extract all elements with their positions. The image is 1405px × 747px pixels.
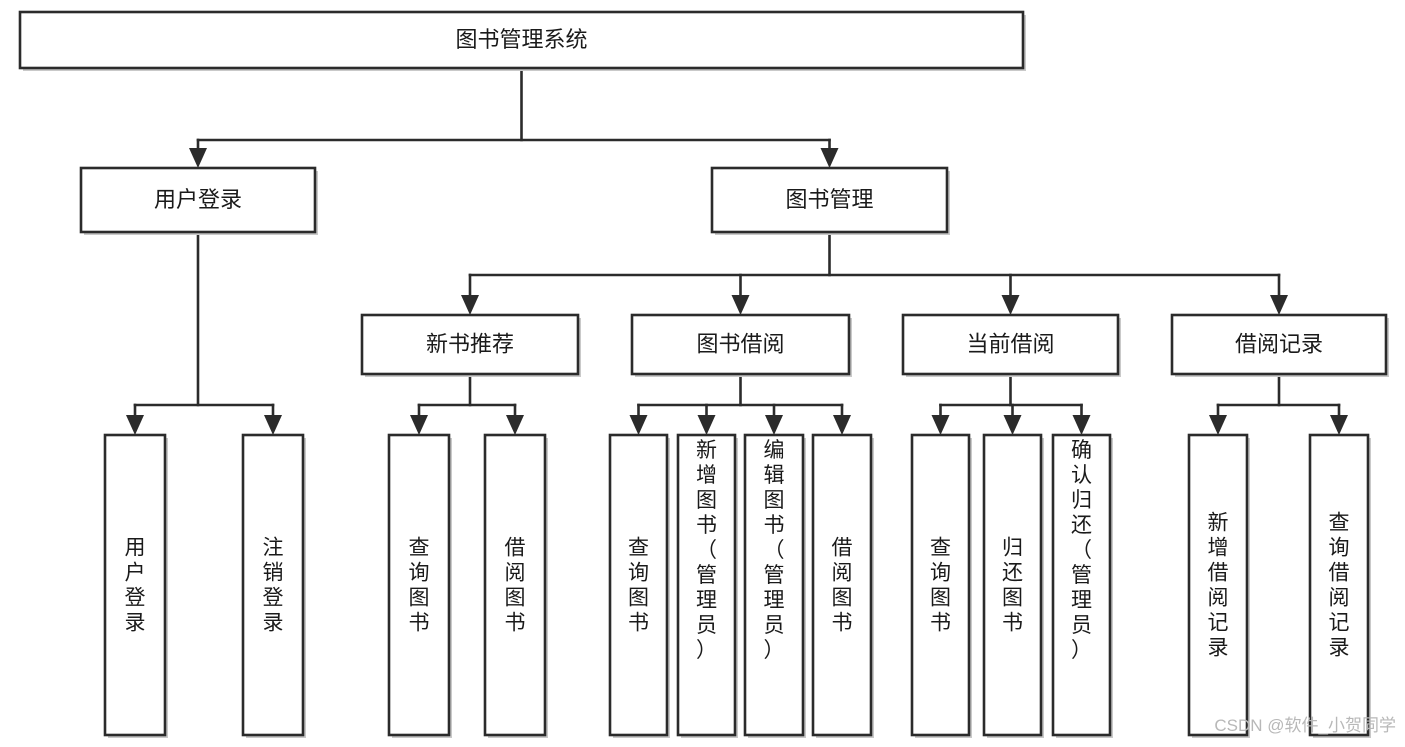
edge-arrowhead <box>506 415 524 435</box>
node-label: 借阅图书 <box>832 537 853 635</box>
node-rect[interactable] <box>811 433 873 737</box>
node-leaf-current-query[interactable]: 查询图书 <box>910 433 972 738</box>
node-label: 用户登录 <box>125 537 146 635</box>
node-rect[interactable] <box>901 313 1120 376</box>
edge-group-book-manage <box>468 230 1281 299</box>
node-label: 查询图书 <box>409 537 430 635</box>
edge-arrowhead <box>731 295 750 315</box>
node-rect[interactable] <box>1170 313 1388 376</box>
node-label: 图书管理 <box>785 187 873 212</box>
node-leaf-record-query[interactable]: 查询借阅记录 <box>1308 433 1371 738</box>
node-rect[interactable] <box>982 433 1043 737</box>
edge-arrowhead <box>189 148 207 168</box>
node-label: 图书借阅 <box>696 331 784 356</box>
edge-arrowhead <box>410 415 428 435</box>
node-rect[interactable] <box>241 433 305 737</box>
edge-group-root <box>196 66 831 152</box>
edge-group-new-book-rec <box>417 372 517 419</box>
edge-arrowhead <box>461 295 479 315</box>
node-leaf-borrow-query[interactable]: 查询图书 <box>608 433 670 738</box>
node-rect[interactable] <box>483 433 547 737</box>
node-borrow-record[interactable]: 借阅记录 <box>1170 313 1389 377</box>
edge-group-book-borrow <box>637 372 844 419</box>
node-rect[interactable] <box>630 313 851 376</box>
node-rect[interactable] <box>103 433 167 737</box>
node-label: 借阅图书 <box>505 537 526 635</box>
node-leaf-rec-borrow[interactable]: 借阅图书 <box>483 433 548 738</box>
node-leaf-current-return[interactable]: 归还图书 <box>982 433 1044 738</box>
node-book-manage[interactable]: 图书管理 <box>710 166 950 235</box>
node-layer: 图书管理系统用户登录图书管理新书推荐图书借阅当前借阅借阅记录用户登录注销登录查询… <box>18 10 1389 738</box>
node-label: 归还图书 <box>1002 537 1023 635</box>
edge-arrowhead <box>629 415 648 435</box>
node-rect[interactable] <box>1187 433 1249 737</box>
node-rect[interactable] <box>676 433 737 737</box>
node-leaf-rec-query[interactable]: 查询图书 <box>387 433 452 738</box>
node-rect[interactable] <box>18 10 1025 70</box>
node-leaf-borrow-lend[interactable]: 借阅图书 <box>811 433 874 738</box>
node-label: 确认归还（管理员） <box>1071 439 1092 662</box>
node-rect[interactable] <box>608 433 669 737</box>
node-label: 查询图书 <box>628 537 649 635</box>
node-label: 用户登录 <box>154 187 242 212</box>
node-rect[interactable] <box>910 433 971 737</box>
node-leaf-borrow-add[interactable]: 新增图书（管理员） <box>676 433 738 738</box>
node-leaf-borrow-edit[interactable]: 编辑图书（管理员） <box>743 433 806 738</box>
watermark-label: CSDN @软件_小贺同学 <box>1214 716 1396 735</box>
connector-layer <box>126 66 1348 435</box>
node-rect[interactable] <box>743 433 805 737</box>
node-label: 新增借阅记录 <box>1208 512 1229 660</box>
edge-arrowhead <box>1003 415 1022 435</box>
edge-arrowhead <box>1270 295 1288 315</box>
node-label: 图书管理系统 <box>455 27 587 52</box>
node-rect[interactable] <box>1308 433 1370 737</box>
edge-arrowhead <box>820 148 839 168</box>
node-label: 编辑图书（管理员） <box>764 439 785 662</box>
node-book-borrow[interactable]: 图书借阅 <box>630 313 852 377</box>
node-rect[interactable] <box>1051 433 1112 737</box>
node-leaf-user-logout[interactable]: 注销登录 <box>241 433 306 738</box>
edge-arrowhead <box>264 415 282 435</box>
node-label: 新书推荐 <box>426 331 514 356</box>
edge-arrowhead <box>697 415 716 435</box>
node-rect[interactable] <box>79 166 317 234</box>
node-label: 当前借阅 <box>966 331 1054 356</box>
node-new-book-rec[interactable]: 新书推荐 <box>360 313 581 377</box>
node-label: 新增图书（管理员） <box>696 439 717 662</box>
node-user-login[interactable]: 用户登录 <box>79 166 318 235</box>
edge-arrowhead <box>1072 415 1091 435</box>
node-leaf-user-login[interactable]: 用户登录 <box>103 433 168 738</box>
node-rect[interactable] <box>387 433 451 737</box>
node-label: 借阅记录 <box>1235 331 1323 356</box>
edge-arrowhead <box>1209 415 1227 435</box>
edge-arrowhead <box>126 415 144 435</box>
node-label: 注销登录 <box>263 537 284 635</box>
node-rect[interactable] <box>360 313 580 376</box>
edge-arrowhead <box>765 415 783 435</box>
edge-group-borrow-record <box>1216 372 1341 419</box>
edge-arrowhead <box>931 415 950 435</box>
edge-group-current-borrow <box>939 372 1083 419</box>
edge-group-user-login <box>133 230 275 419</box>
node-label: 查询图书 <box>930 537 951 635</box>
node-root-title[interactable]: 图书管理系统 <box>18 10 1026 71</box>
node-leaf-current-confirm[interactable]: 确认归还（管理员） <box>1051 433 1113 738</box>
edge-arrowhead <box>1001 295 1020 315</box>
node-rect[interactable] <box>710 166 949 234</box>
edge-arrowhead <box>833 415 851 435</box>
node-current-borrow[interactable]: 当前借阅 <box>901 313 1121 377</box>
node-leaf-record-add[interactable]: 新增借阅记录 <box>1187 433 1250 738</box>
edge-arrowhead <box>1330 415 1348 435</box>
node-label: 查询借阅记录 <box>1329 512 1350 660</box>
